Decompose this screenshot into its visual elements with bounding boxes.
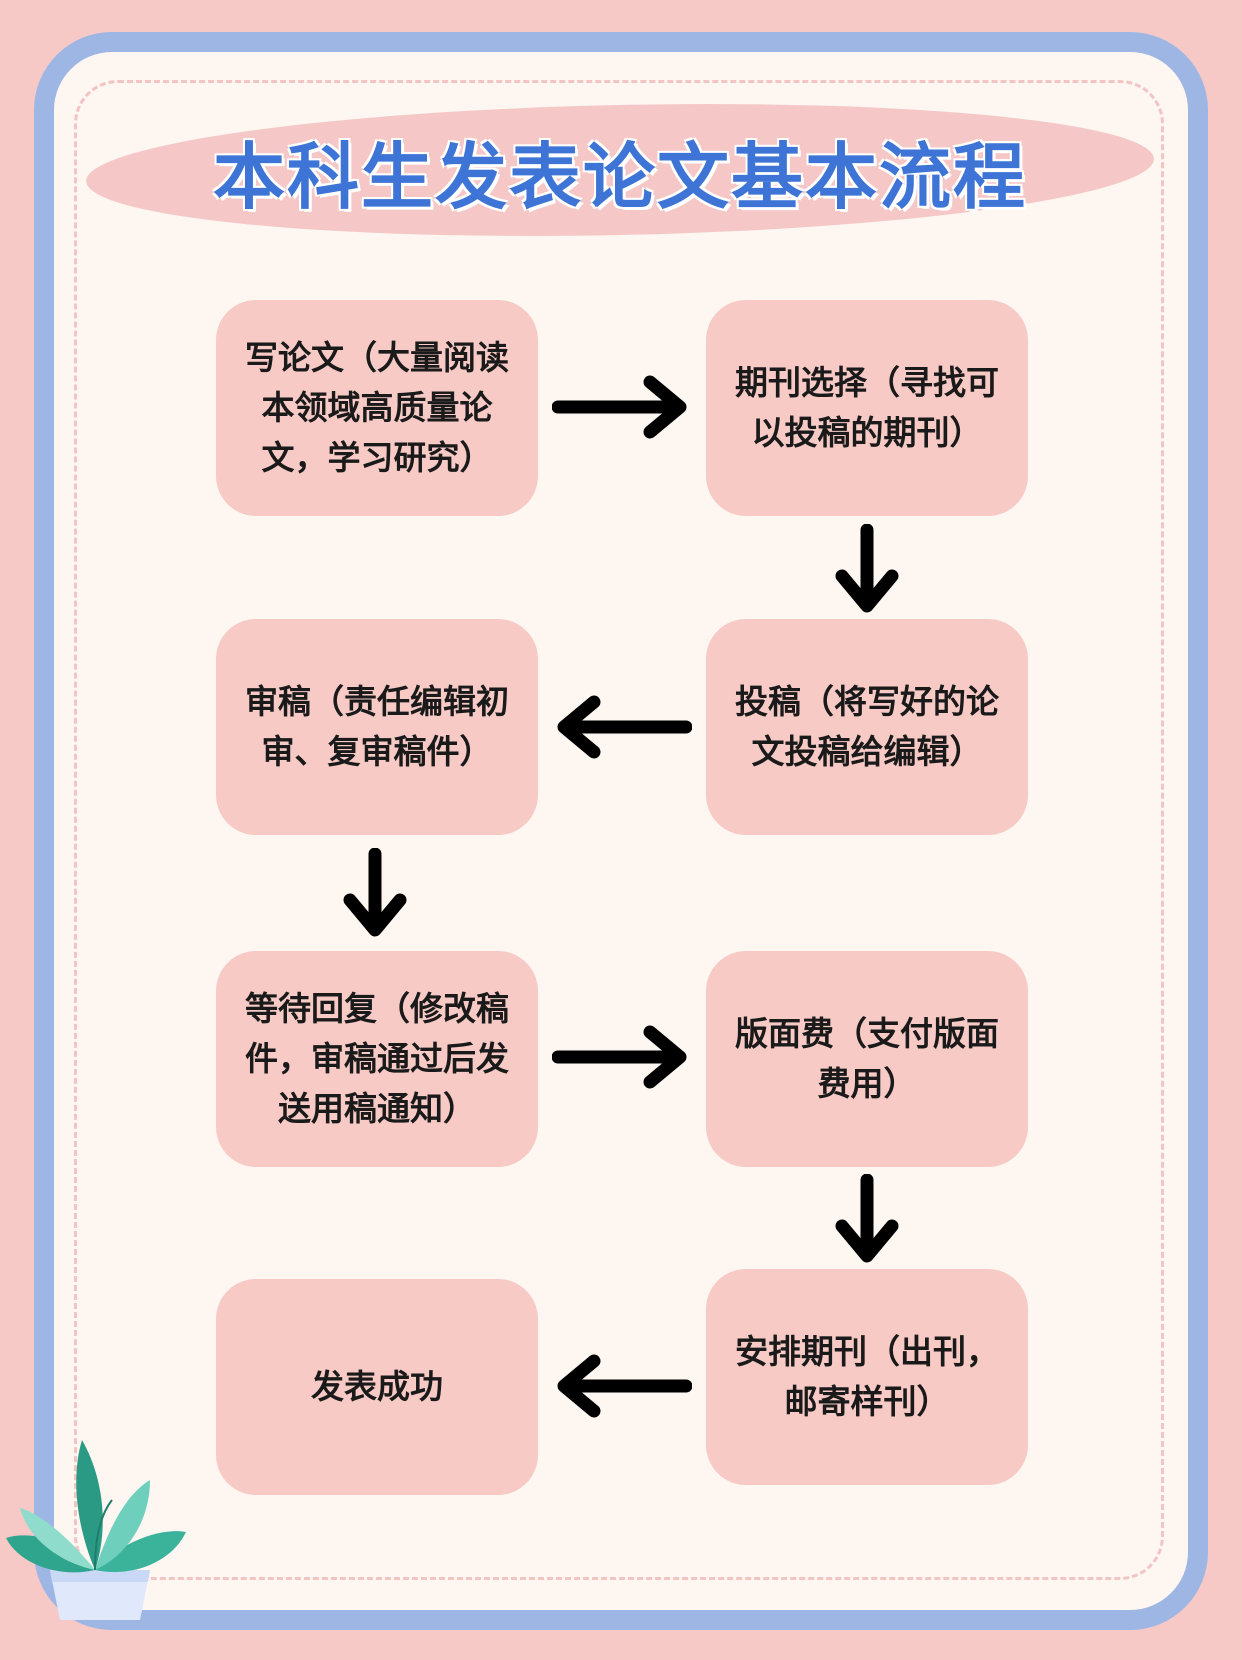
page-title: 本科生发表论文基本流程 [212,134,1027,219]
step-label: 版面费（支付版面费用） [735,1014,999,1103]
step-label: 等待回复（修改稿件，审稿通过后发送用稿通知） [245,989,509,1128]
step-arrange-journal: 安排期刊（出刊，邮寄样刊） [706,1269,1028,1485]
step-wait-reply: 等待回复（修改稿件，审稿通过后发送用稿通知） [216,951,538,1167]
dashed-border [74,80,1164,1580]
potted-plant-icon [6,1440,186,1620]
arrow-down-icon [835,1174,899,1263]
step-label: 期刊选择（寻找可以投稿的期刊） [735,363,999,452]
step-label: 安排期刊（出刊，邮寄样刊） [735,1332,999,1421]
step-label: 投稿（将写好的论文投稿给编辑） [735,682,999,771]
arrow-left-icon [557,1354,692,1418]
arrow-right-icon [552,375,687,439]
arrow-down-icon [835,524,899,613]
arrow-right-icon [552,1025,687,1089]
arrow-left-icon [557,695,692,759]
step-label: 审稿（责任编辑初审、复审稿件） [245,682,509,771]
step-journal-selection: 期刊选择（寻找可以投稿的期刊） [706,300,1028,516]
step-label: 发表成功 [311,1367,443,1406]
step-published: 发表成功 [216,1279,538,1495]
step-submit: 投稿（将写好的论文投稿给编辑） [706,619,1028,835]
step-label: 写论文（大量阅读本领域高质量论文，学习研究） [245,338,509,477]
step-page-fee: 版面费（支付版面费用） [706,951,1028,1167]
step-review: 审稿（责任编辑初审、复审稿件） [216,619,538,835]
arrow-down-icon [343,848,407,937]
step-write-paper: 写论文（大量阅读本领域高质量论文，学习研究） [216,300,538,516]
